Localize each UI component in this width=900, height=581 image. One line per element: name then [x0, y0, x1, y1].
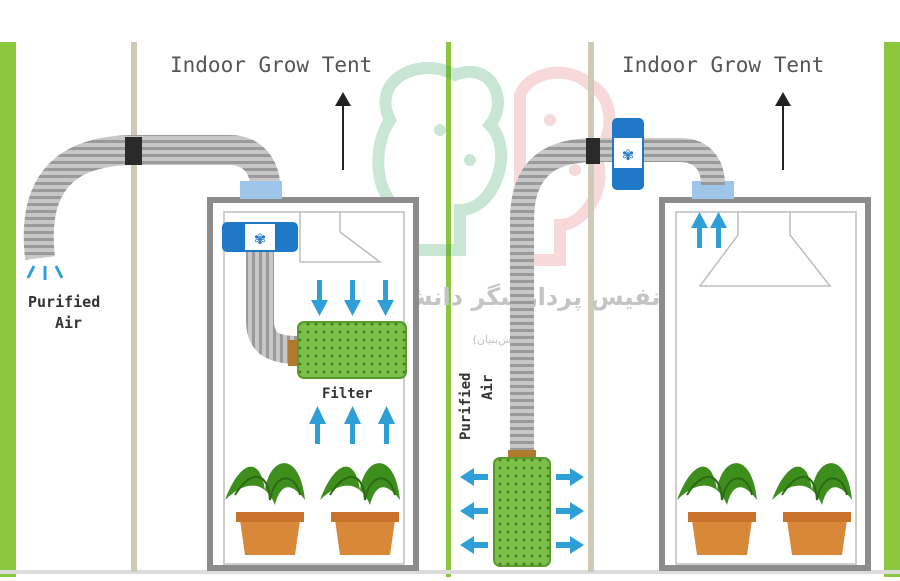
right-filter-arrows: [460, 468, 584, 554]
left-wall-post: [131, 42, 137, 572]
left-filter: [297, 321, 407, 379]
left-fan-center: [243, 222, 277, 252]
left-filter-label: Filter: [322, 386, 373, 402]
left-panel: Indoor Grow Tent ✾ Filter: [23, 42, 419, 572]
right-up-arrow-head: [775, 92, 791, 106]
right-purified-label-2: Air: [480, 375, 496, 400]
right-panel: Indoor Grow Tent ✾: [458, 42, 871, 572]
left-plant-2: [320, 463, 400, 555]
right-wall-post: [588, 42, 594, 572]
left-duct-collar: [125, 137, 142, 165]
right-panel-title: Indoor Grow Tent: [622, 53, 824, 77]
left-border-bar: [0, 42, 16, 577]
right-hood: [698, 211, 832, 287]
right-filter: [493, 457, 551, 567]
left-up-arrow-head: [335, 92, 351, 106]
right-up-arrows-inside: [691, 212, 727, 248]
left-panel-title: Indoor Grow Tent: [170, 53, 372, 77]
right-roof-port: [692, 181, 734, 199]
left-fan-icon: ✾: [255, 228, 266, 249]
bottom-floor: [0, 570, 900, 574]
left-roof-port: [240, 181, 282, 199]
middle-border-bar: [446, 42, 451, 577]
right-fan-center: [612, 136, 644, 170]
right-filter-collar: [508, 450, 536, 460]
right-fan-icon: ✾: [623, 144, 634, 165]
left-hood: [299, 211, 383, 263]
right-plant-2: [772, 463, 852, 555]
right-purified-label: Purified Air: [458, 373, 496, 440]
left-outlet-arrows: [26, 265, 64, 280]
left-up-arrows: [309, 406, 395, 444]
right-border-bar: [884, 42, 900, 577]
left-down-arrows: [311, 280, 394, 316]
left-purified-label-1: Purified: [28, 293, 100, 311]
right-duct-collar: [586, 138, 600, 164]
right-plant-1: [677, 463, 757, 555]
left-plant-1: [225, 463, 305, 555]
left-outside-duct: [23, 135, 280, 260]
left-purified-label-2: Air: [55, 314, 82, 332]
right-purified-label-1: Purified: [458, 373, 474, 440]
